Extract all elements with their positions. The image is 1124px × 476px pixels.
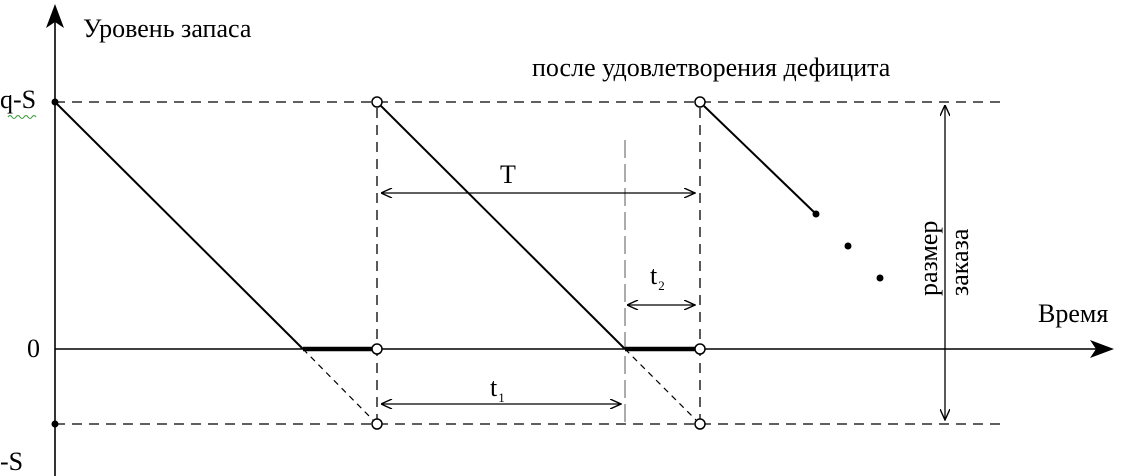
order-size-label-line2: заказа [945, 228, 974, 296]
depletion-line-2 [380, 105, 626, 350]
deficit-dashed-2 [624, 348, 697, 421]
open-circle-bottom-1 [371, 418, 383, 430]
depletion-line-1 [54, 101, 304, 350]
axis-dot-top [51, 98, 59, 106]
open-circle-bottom-2 [694, 418, 706, 430]
t2-main: t [650, 261, 658, 290]
level-top-label: q-S [0, 85, 36, 114]
period-T-label: T [500, 160, 516, 189]
t1-subscript: 1 [498, 390, 505, 405]
t2-subscript: 2 [658, 278, 665, 293]
continuation-dot-2 [844, 242, 852, 250]
open-circle-zero-1 [371, 343, 383, 355]
t2-label: t2 [650, 261, 665, 293]
y-axis-arrowhead [46, 4, 64, 28]
open-circle-zero-2 [694, 343, 706, 355]
t1-label: t1 [490, 373, 505, 405]
deficit-dashed-1 [302, 348, 374, 421]
t1-main: t [490, 373, 498, 402]
x-axis-arrowhead [1090, 340, 1114, 358]
after-deficit-label: после удовлетворения дефицита [532, 53, 891, 82]
open-circle-top-1 [371, 96, 383, 108]
level-zero-label: 0 [27, 334, 40, 363]
spellcheck-squiggle [7, 114, 37, 120]
order-size-label-line1: размер [914, 221, 943, 296]
axis-dot-bottom [51, 420, 59, 428]
depletion-line-3 [703, 105, 817, 215]
y-axis-title: Уровень запаса [83, 14, 252, 43]
open-circle-top-2 [694, 96, 706, 108]
continuation-dot-1 [812, 210, 820, 218]
continuation-dot-3 [876, 274, 884, 282]
x-axis-title: Время [1038, 299, 1108, 328]
level-bottom-label: -S [0, 447, 23, 476]
